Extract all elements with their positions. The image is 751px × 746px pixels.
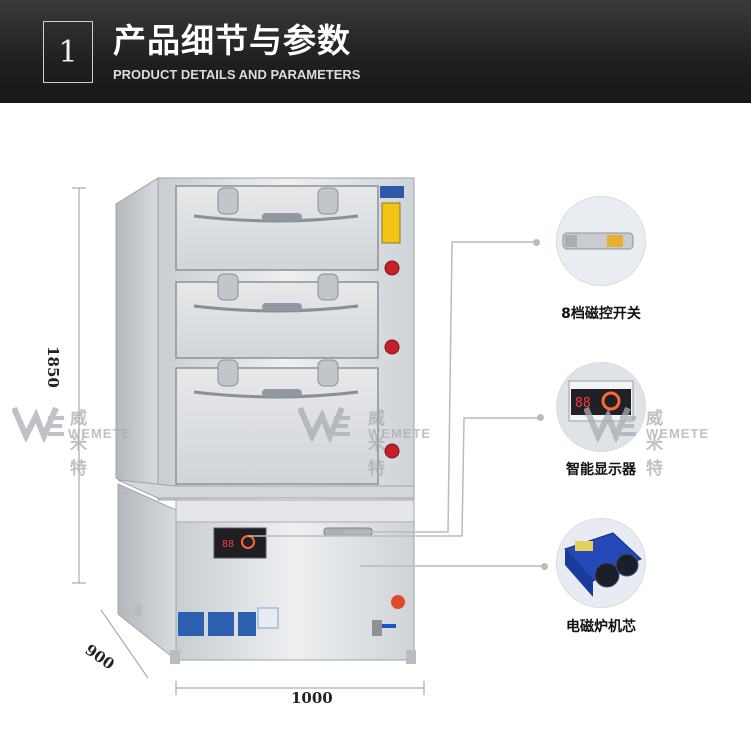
brand-logo-icon: [12, 406, 64, 442]
callout-magnetic-switch: [556, 196, 646, 286]
control-knob-1: [384, 260, 400, 276]
base-side: [117, 483, 177, 662]
base-top: [117, 479, 415, 499]
callout-label-magnetic-switch: 8档磁控开关: [561, 306, 641, 322]
section-title: 产品细节与参数: [113, 21, 351, 60]
leg-back-left: [134, 604, 142, 616]
dimension-height-label: 1850: [43, 346, 62, 388]
watermark-brand-cn: 威米特: [368, 409, 386, 479]
callout-label-smart-display: 智能显示器: [566, 462, 636, 478]
magnetic-switch-icon: [557, 197, 645, 285]
cabinet-side-panel: [115, 177, 159, 499]
leg-front-right: [406, 650, 416, 664]
brand-logo-icon: [298, 406, 350, 442]
control-knob-2: [384, 339, 400, 355]
dimension-lines: [72, 187, 425, 695]
watermark-brand-en: WEMETE: [646, 426, 710, 441]
section-header: 1 产品细节与参数 PRODUCT DETAILS AND PARAMETERS: [0, 0, 751, 103]
induction-core-icon: [557, 519, 645, 607]
callout-induction-core: [556, 518, 646, 608]
leg-front-left: [170, 650, 180, 664]
callout-leader-lines: [248, 241, 548, 567]
watermark-brand-en: WEMETE: [68, 426, 132, 441]
display-readout-small: 88: [222, 539, 234, 550]
section-subtitle: PRODUCT DETAILS AND PARAMETERS: [113, 67, 361, 82]
watermark-brand-en: WEMETE: [368, 426, 432, 441]
control-display-panel: [213, 527, 267, 559]
steam-door-1: [175, 185, 379, 271]
brand-logo-icon: [584, 406, 636, 442]
section-number: 1: [43, 21, 93, 83]
watermark-brand-cn: 威米特: [646, 409, 664, 479]
display-readout: 88: [575, 396, 591, 411]
steam-door-2: [175, 273, 379, 359]
dimension-width-label: 1000: [291, 689, 333, 707]
callout-label-induction-core: 电磁炉机芯: [566, 619, 636, 635]
watermark-brand-cn: 威米特: [70, 409, 88, 479]
drain-valve: [372, 620, 382, 636]
control-knob-3: [384, 443, 400, 459]
warning-label: [381, 202, 401, 244]
